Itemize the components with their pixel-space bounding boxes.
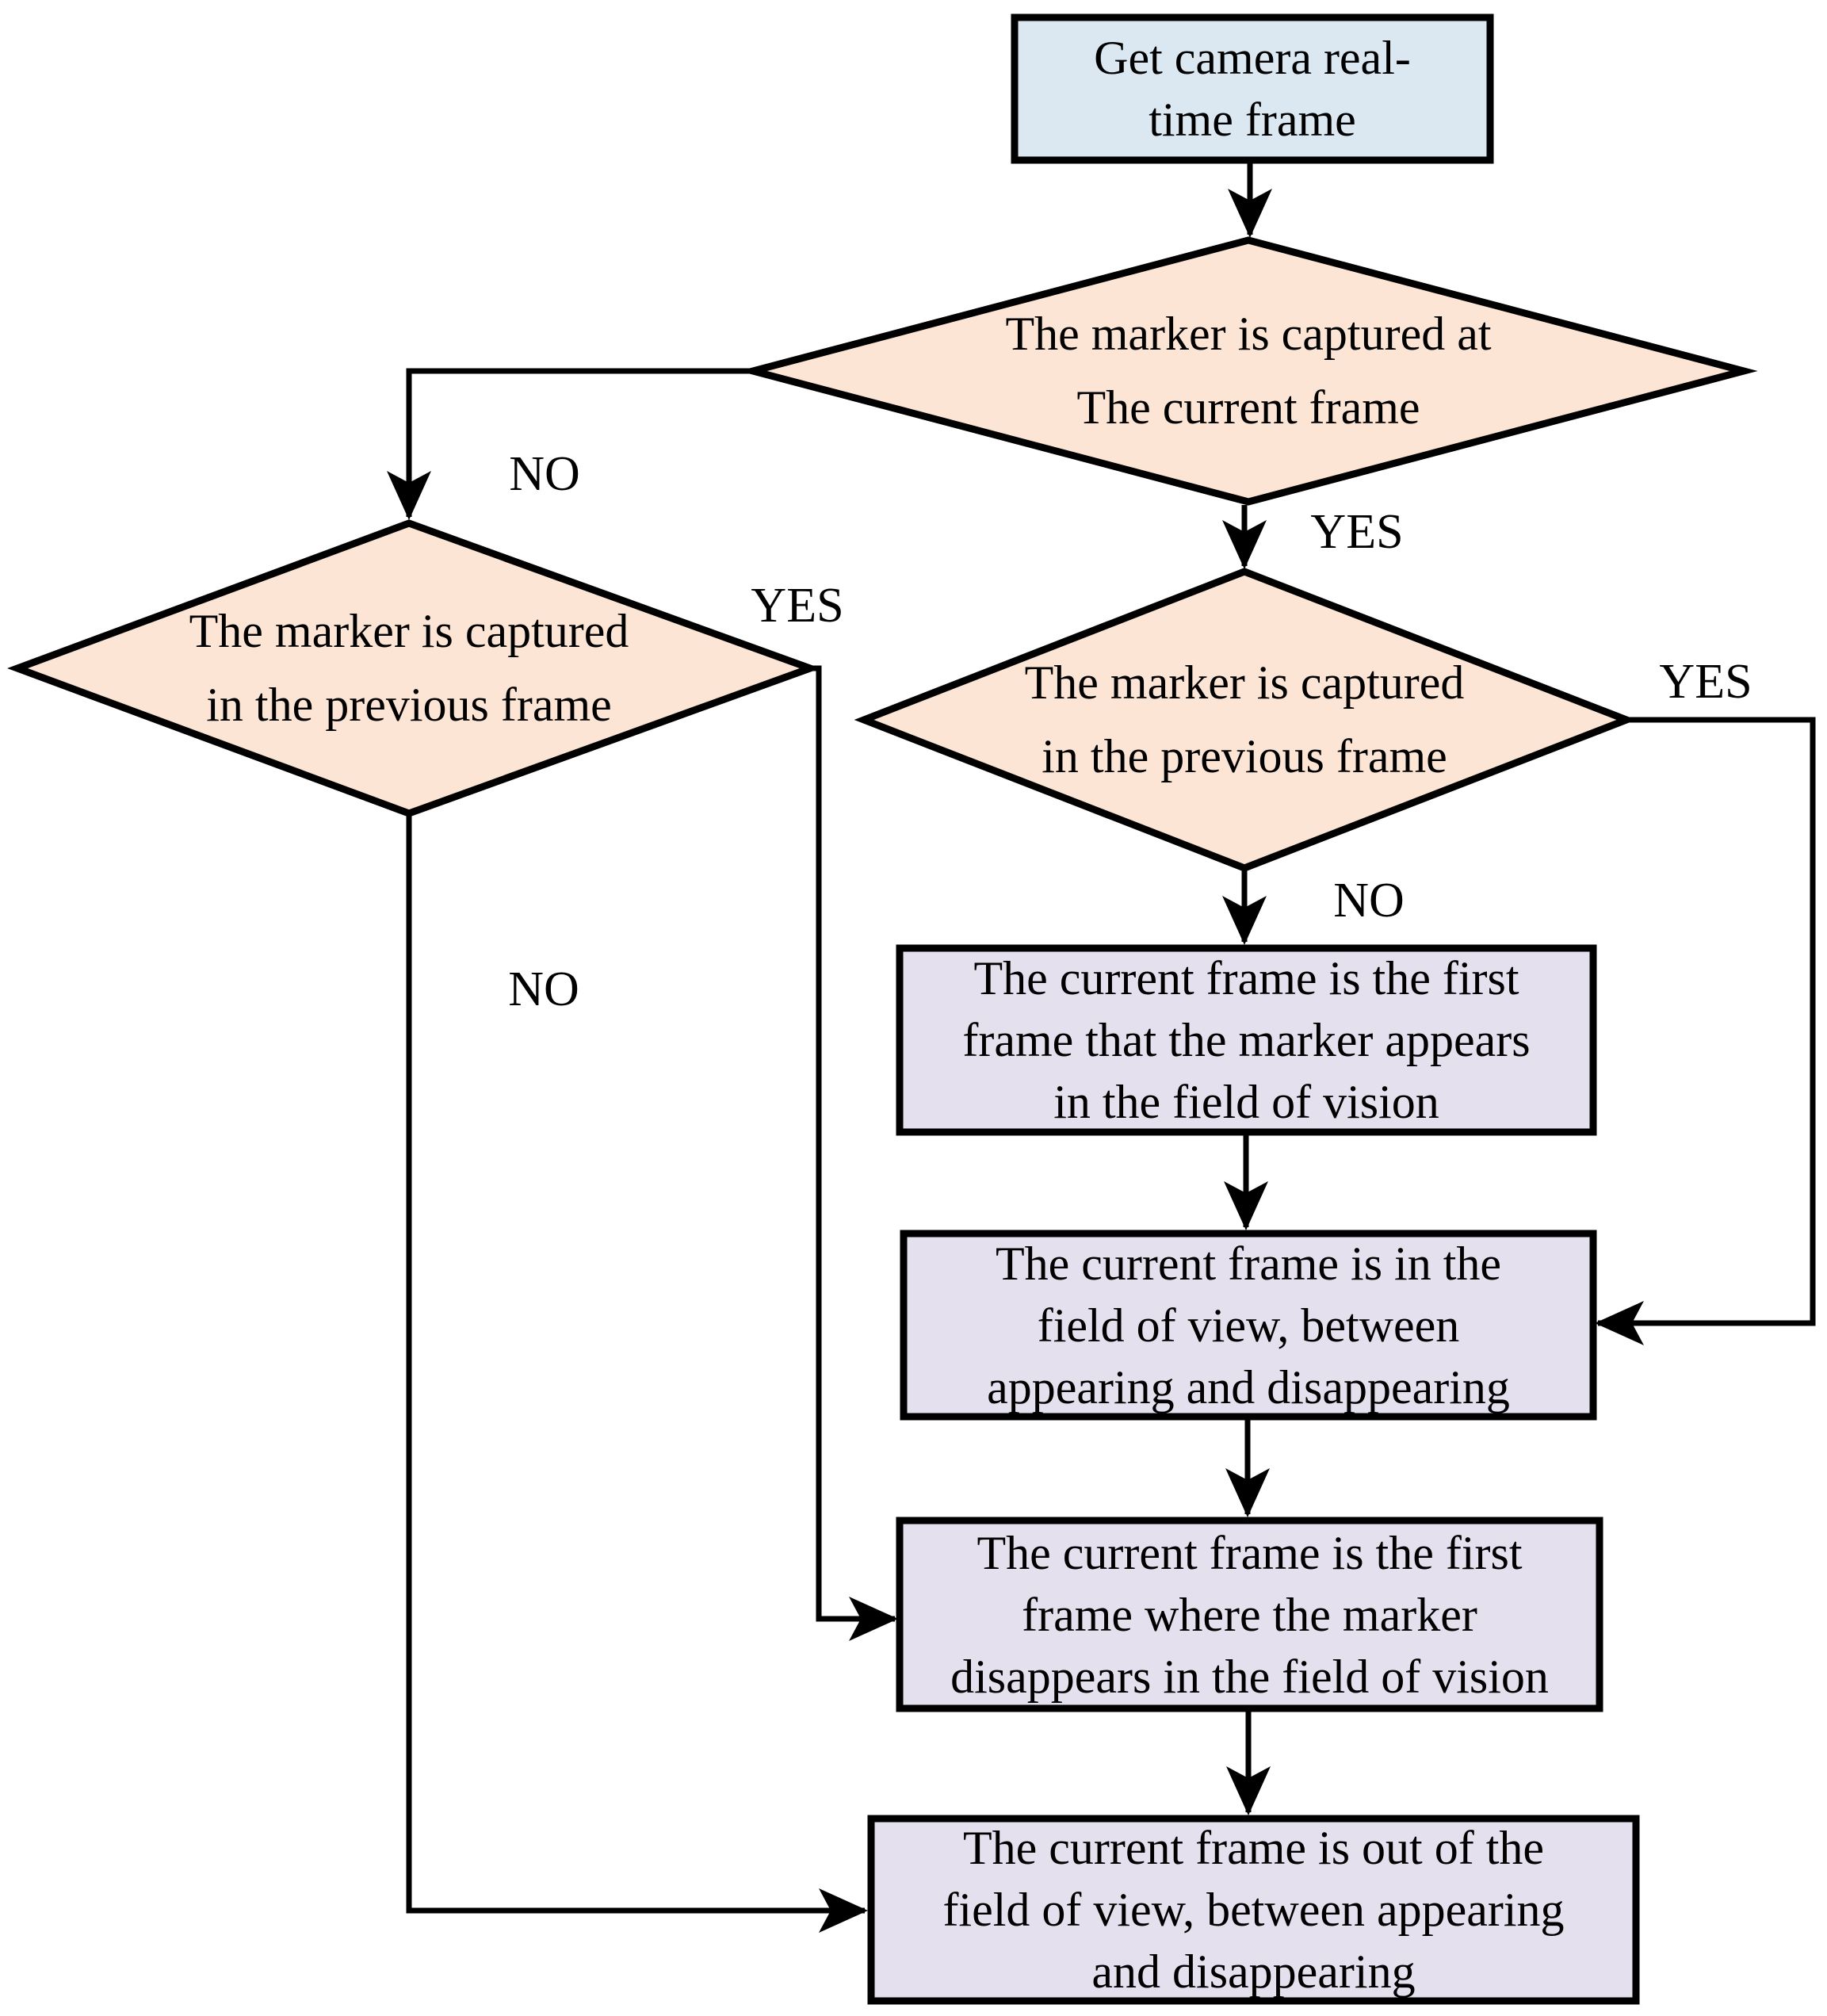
state-first-appear-shape [896,944,1597,1136]
decision-current-frame-shape [739,236,1758,506]
decision-previous-frame-left-shape [7,519,821,817]
connector-decision-prev-left-no [406,815,868,1933]
connector-decision-current-no [387,368,753,520]
state-first-disappear-shape [896,1517,1603,1712]
state-out-of-view-shape [867,1815,1640,2005]
start-node-shape [1011,13,1494,164]
connector-decision-prev-right-yes [1595,717,1816,1345]
connector-group [387,162,1816,1933]
decision-previous-frame-right-shape [854,568,1637,872]
connector-decision-prev-left-yes [810,665,898,1641]
state-in-view-shape [900,1230,1597,1421]
